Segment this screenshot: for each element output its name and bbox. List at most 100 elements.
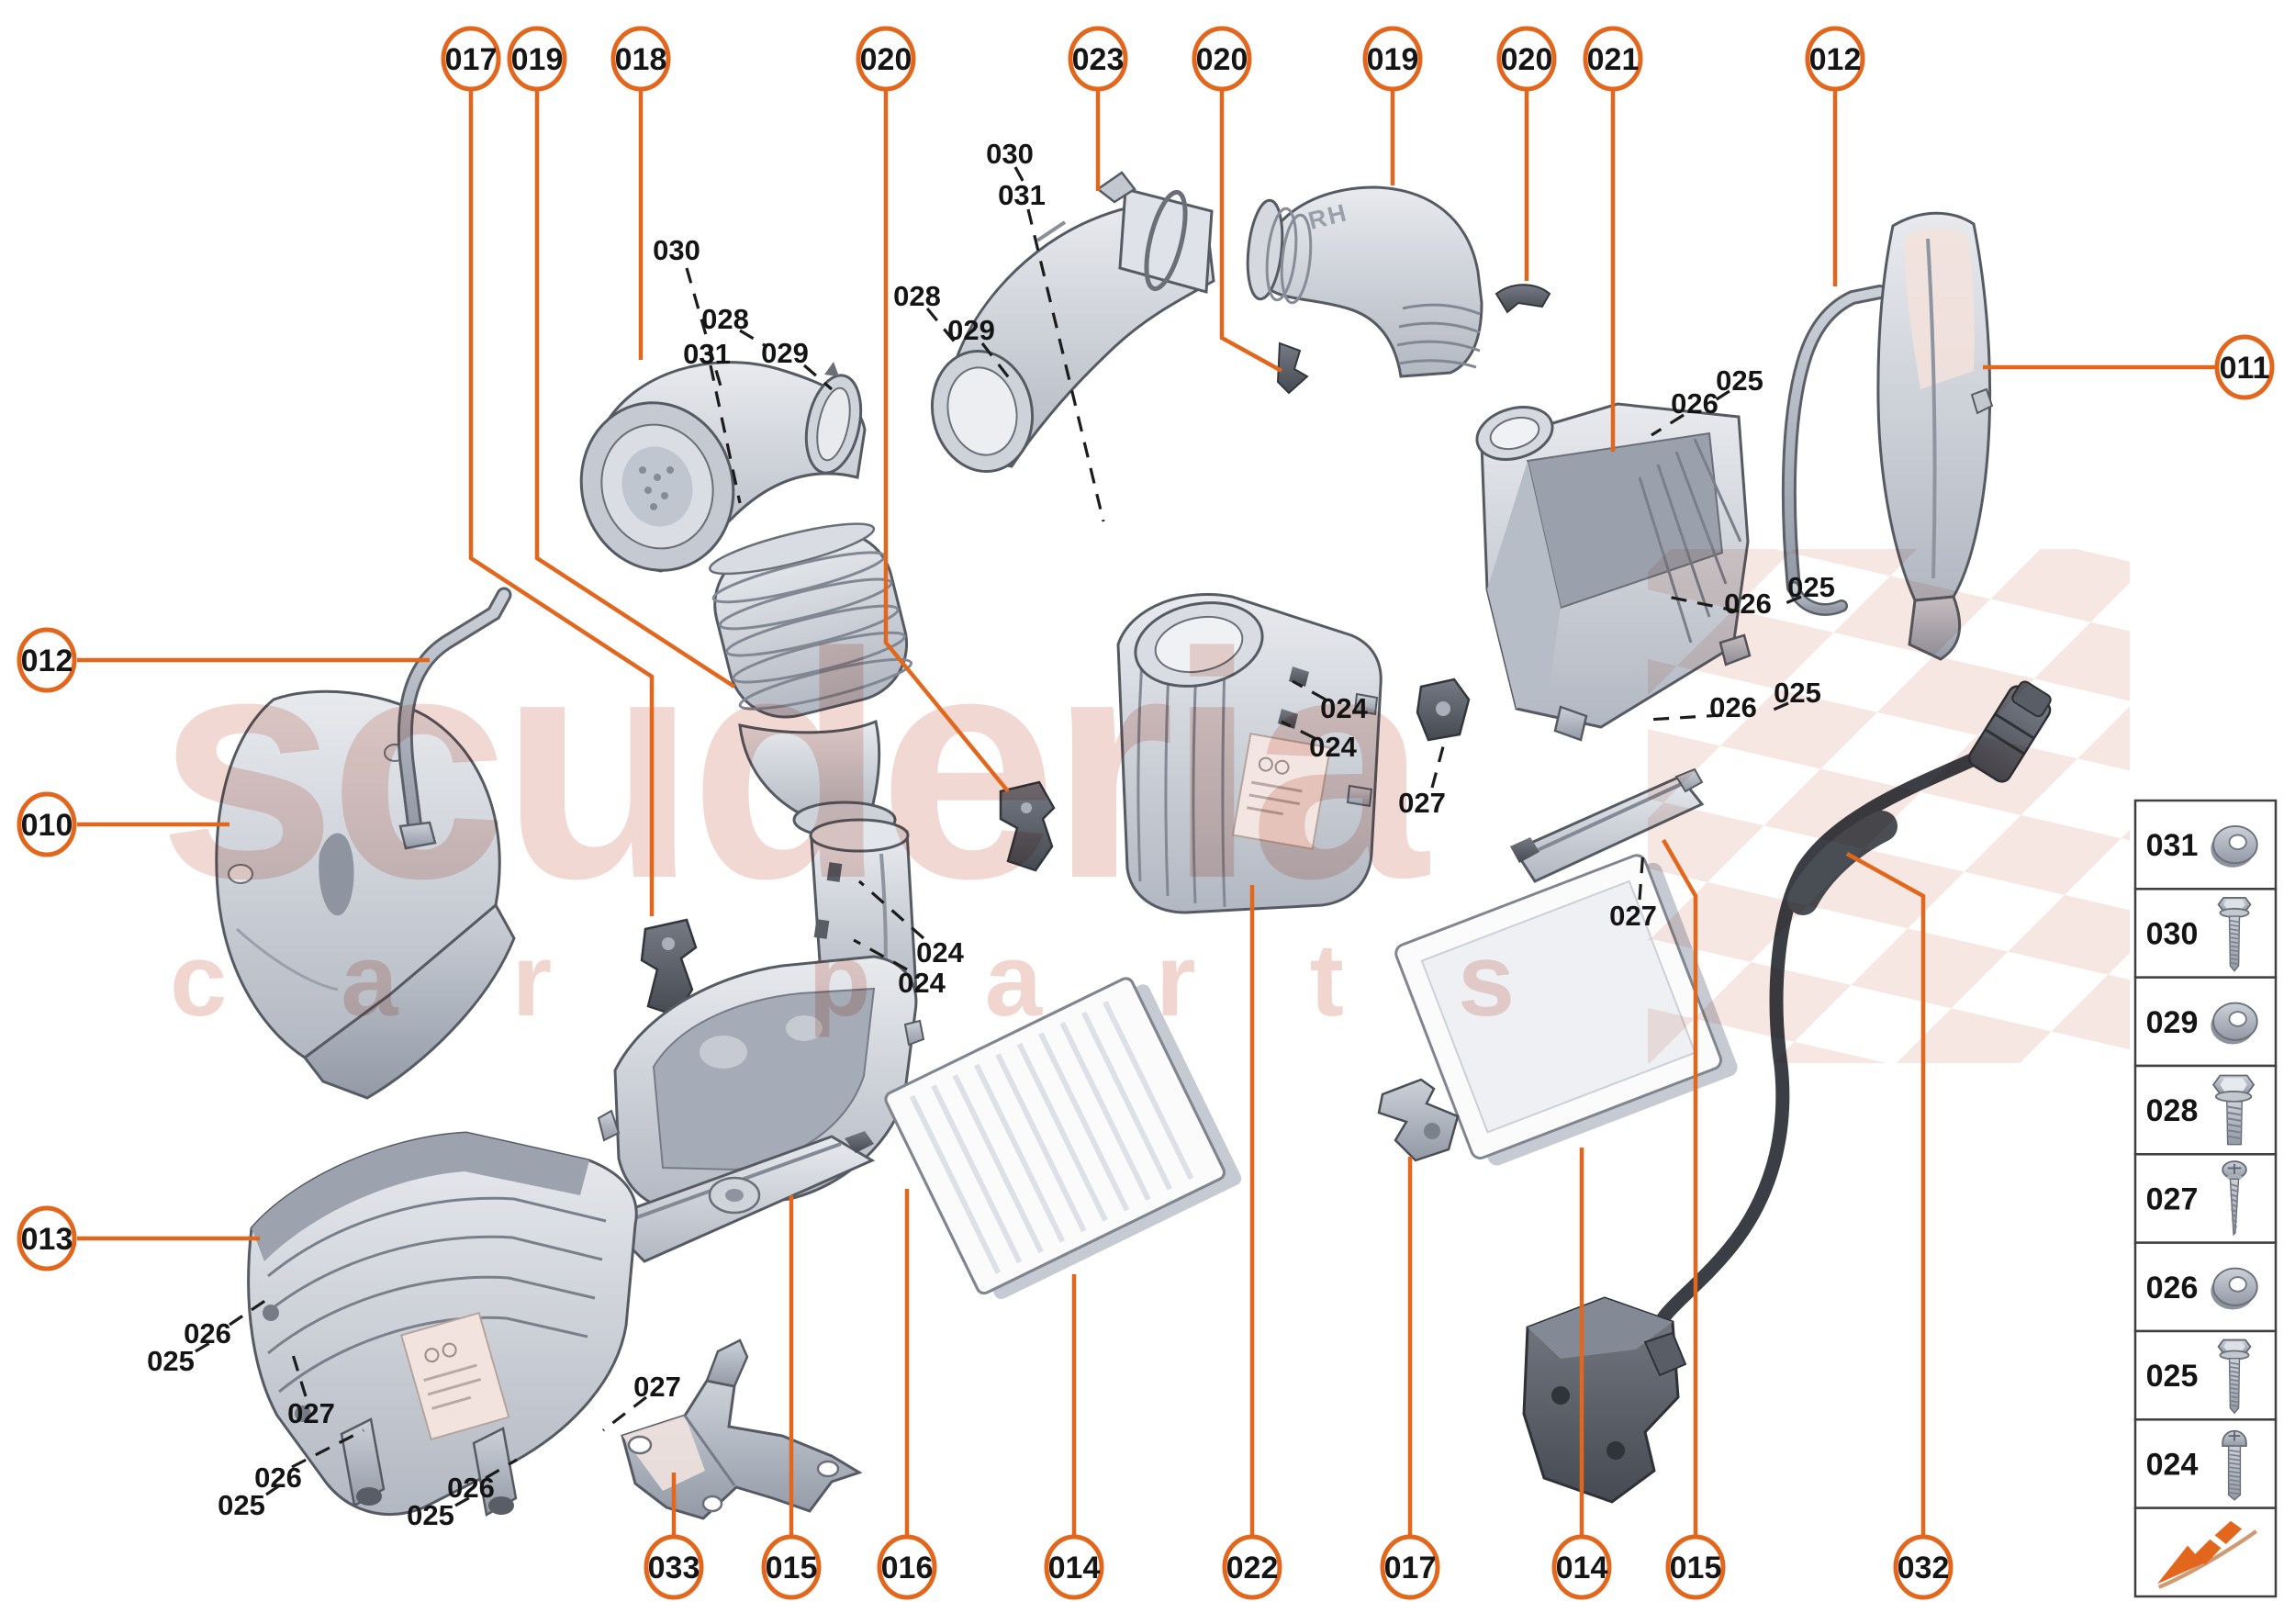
label-dash-line	[1292, 679, 1327, 701]
callout-balloon[interactable]	[1222, 1534, 1282, 1600]
hardware-label-024: 024	[853, 938, 946, 999]
callout-balloon[interactable]	[761, 1534, 822, 1600]
label-dash-line	[1646, 713, 1723, 722]
callout-012[interactable]: 012	[1805, 26, 1865, 286]
label-dash-line	[1778, 595, 1802, 608]
callout-balloon[interactable]	[2214, 334, 2275, 400]
callout-014[interactable]: 014	[1551, 1148, 1612, 1600]
callout-019[interactable]: 019	[507, 26, 736, 689]
hardware-label-text: 024	[1309, 731, 1357, 763]
callout-balloon[interactable]	[17, 791, 77, 857]
legend-row-027[interactable]: 027	[2133, 1153, 2278, 1244]
hardware-label-028: 028	[893, 280, 962, 351]
callout-balloon[interactable]	[1362, 26, 1423, 92]
callout-balloon[interactable]	[1665, 1534, 1726, 1600]
legend-row-029[interactable]: 029	[2133, 976, 2278, 1068]
hardware-label-029: 029	[947, 314, 1015, 385]
callout-015[interactable]: 015	[1662, 838, 1726, 1600]
hardware-label-031: 031	[683, 338, 742, 504]
part-027-bracket-drawing	[1416, 678, 1471, 742]
legend-part-number: 028	[2146, 1093, 2199, 1128]
callout-033[interactable]: 033	[644, 1473, 704, 1600]
legend-row-025[interactable]: 025	[2133, 1329, 2278, 1421]
legend-row-030[interactable]: 030	[2133, 888, 2278, 979]
hardware-label-027: 027	[602, 1371, 681, 1432]
callout-014[interactable]: 014	[1044, 1274, 1104, 1600]
callout-016[interactable]: 016	[877, 1189, 937, 1600]
callout-number: 015	[1670, 1551, 1722, 1585]
hardware-label-031: 031	[998, 179, 1105, 522]
callout-012[interactable]: 012	[17, 627, 430, 693]
callout-number: 023	[1072, 42, 1125, 77]
callout-018[interactable]: 018	[610, 26, 671, 360]
legend-row-026[interactable]: 026	[2133, 1241, 2278, 1333]
hardware-label-026: 026	[1646, 691, 1757, 723]
part-033-bracket-drawing	[621, 1338, 863, 1520]
callout-balloon[interactable]	[17, 1205, 77, 1271]
callout-020[interactable]: 020	[1192, 26, 1283, 373]
callout-032[interactable]: 032	[1845, 852, 1954, 1600]
hardware-label-025: 025	[407, 1491, 479, 1531]
callout-balloon[interactable]	[441, 26, 501, 92]
legend-cell	[2133, 1418, 2278, 1509]
legend-part-number: 027	[2146, 1182, 2199, 1216]
legend-row-024[interactable]: 024	[2133, 1418, 2278, 1509]
hardware-label-text: 031	[683, 338, 731, 370]
callout-017[interactable]: 017	[441, 26, 655, 916]
callout-number: 033	[648, 1551, 700, 1585]
callout-balloon[interactable]	[1893, 1534, 1954, 1600]
hardware-label-025: 025	[1766, 677, 1821, 714]
label-dash-line	[289, 1348, 308, 1397]
legend-part-number: 031	[2146, 828, 2199, 863]
callout-013[interactable]: 013	[17, 1205, 260, 1271]
hardware-label-text: 024	[1320, 692, 1368, 724]
legend-row-028[interactable]: 028	[2133, 1064, 2278, 1156]
callout-balloon[interactable]	[1068, 26, 1128, 92]
hardware-label-025: 025	[218, 1479, 287, 1521]
callout-number: 016	[881, 1551, 934, 1585]
callout-023[interactable]: 023	[1068, 26, 1128, 191]
callout-balloon[interactable]	[1551, 1534, 1612, 1600]
callout-017[interactable]: 017	[1380, 1157, 1440, 1600]
label-dash-line	[265, 1479, 287, 1496]
callout-balloon[interactable]	[1496, 26, 1557, 92]
callout-number: 022	[1226, 1551, 1279, 1585]
callout-020[interactable]: 020	[856, 26, 1010, 793]
callout-010[interactable]: 010	[17, 791, 230, 857]
callout-balloon[interactable]	[856, 26, 916, 92]
label-dash-line	[1708, 389, 1730, 406]
callout-number: 013	[21, 1222, 73, 1257]
callout-011[interactable]: 011	[1983, 334, 2275, 400]
callout-015[interactable]: 015	[761, 1195, 822, 1600]
callout-balloon[interactable]	[877, 1534, 937, 1600]
callout-balloon[interactable]	[1380, 1534, 1440, 1600]
callout-balloon[interactable]	[507, 26, 567, 92]
callout-balloon[interactable]	[644, 1534, 704, 1600]
hardware-label-text: 030	[986, 138, 1034, 170]
callout-balloon[interactable]	[1583, 26, 1643, 92]
callout-balloon[interactable]	[17, 627, 77, 693]
hardware-label-024: 024	[1292, 679, 1369, 724]
part-017-clip-drawing	[1377, 1078, 1460, 1162]
callout-number: 020	[1501, 42, 1553, 77]
callout-balloon[interactable]	[610, 26, 671, 92]
callout-balloon[interactable]	[1044, 1534, 1104, 1600]
label-dash-line	[1026, 208, 1105, 522]
hardware-label-text: 027	[287, 1397, 335, 1429]
callout-019[interactable]: 019	[1362, 26, 1423, 185]
legend-row-nav-arrow[interactable]	[2133, 1506, 2278, 1598]
callout-balloon[interactable]	[1192, 26, 1252, 92]
legend-cell	[2133, 1329, 2278, 1421]
legend-row-031[interactable]: 031	[2133, 799, 2278, 890]
callout-022[interactable]: 022	[1222, 885, 1282, 1600]
part-023-duct-drawing	[930, 171, 1215, 474]
callout-020[interactable]: 020	[1496, 26, 1557, 281]
part-013-collector-drawing	[247, 1131, 638, 1517]
hardware-label-text: 025	[407, 1499, 454, 1531]
callout-number: 019	[511, 42, 564, 77]
hardware-label-text: 025	[1774, 677, 1821, 709]
callout-021[interactable]: 021	[1583, 26, 1643, 452]
callout-number: 019	[1367, 42, 1419, 77]
callout-balloon[interactable]	[1805, 26, 1865, 92]
